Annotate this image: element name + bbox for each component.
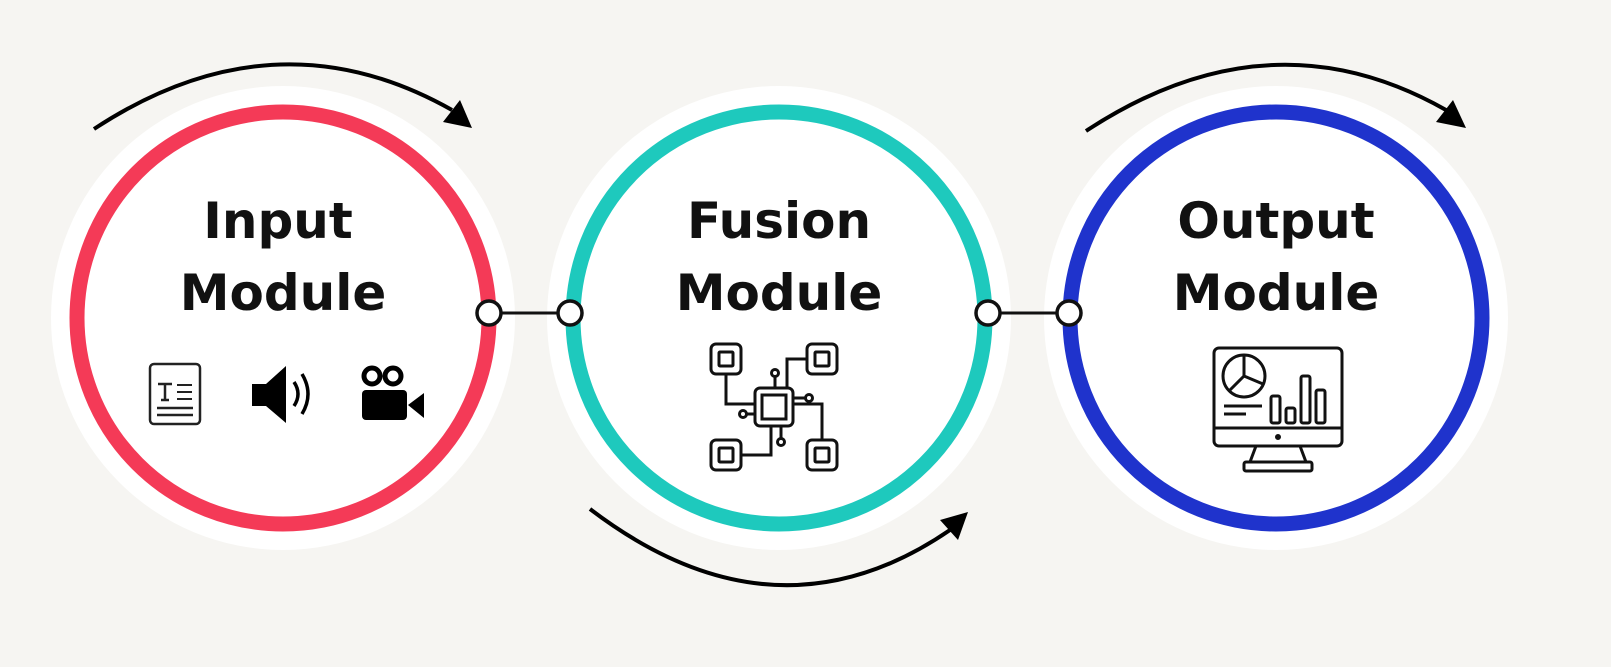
connector-port (475, 299, 503, 327)
input-module-title-line2: Module (180, 264, 387, 322)
flow-arrow-input (92, 62, 472, 131)
speaker-icon (252, 366, 310, 423)
fusion-module-title-line2: Module (676, 264, 883, 322)
output-module-title-line1: Output (1177, 192, 1374, 250)
output-module-title-line2: Module (1173, 264, 1380, 322)
input-module-title-line1: Input (203, 192, 353, 250)
connector-input-fusion (475, 299, 584, 327)
text-document-icon (148, 362, 202, 426)
connector-port (1055, 299, 1083, 327)
output-module: Output Module (1044, 86, 1508, 550)
input-module: Input Module (51, 86, 515, 550)
video-camera-icon (361, 365, 424, 420)
connector-port (974, 299, 1002, 327)
flow-arrow-fusion (588, 507, 968, 588)
connector-port (556, 299, 584, 327)
connector-fusion-output (974, 299, 1083, 327)
monitor-dashboard-icon (1212, 346, 1344, 473)
fusion-module: Fusion Module (547, 86, 1011, 550)
fusion-module-title-line1: Fusion (687, 192, 871, 250)
circuit-network-icon (709, 342, 839, 472)
flow-arrow-output (1084, 62, 1466, 133)
